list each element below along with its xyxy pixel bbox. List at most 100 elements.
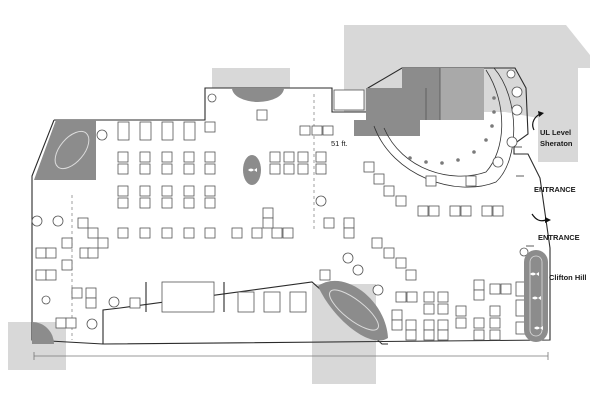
table: [61, 259, 73, 271]
table: [204, 121, 216, 133]
table: [283, 151, 295, 163]
table: [139, 197, 151, 209]
table: [489, 329, 501, 341]
table: [61, 237, 73, 249]
dimension-label: 51 ft.: [331, 139, 348, 148]
curved-arrow-icon: [532, 111, 544, 131]
table: [161, 121, 174, 141]
table: [371, 237, 383, 249]
square-tables: [35, 121, 527, 341]
table: [204, 197, 216, 209]
table: [322, 125, 334, 136]
table: [183, 121, 196, 141]
ul-level-label: UL Level: [540, 128, 571, 137]
table: [87, 247, 99, 259]
bottom-structures: [145, 281, 307, 313]
table: [473, 279, 485, 291]
table: [465, 175, 477, 187]
table: [262, 217, 274, 229]
bottom-left-feature: [32, 322, 54, 344]
table: [423, 319, 435, 331]
table: [183, 197, 195, 209]
table: [282, 227, 294, 239]
table: [183, 227, 195, 239]
table: [315, 151, 327, 163]
table: [363, 161, 375, 173]
entrance-label-2: ENTRANCE: [538, 233, 580, 242]
table: [85, 287, 97, 299]
table: [204, 163, 216, 175]
entrance-label-1: ENTRANCE: [534, 185, 576, 194]
upper-right-block: [354, 68, 484, 136]
context-blocks: [8, 25, 590, 384]
clifton-capsule: [524, 250, 548, 342]
table: [423, 291, 435, 303]
table: [117, 197, 129, 209]
table: [97, 237, 109, 249]
table: [231, 227, 243, 239]
table: [204, 227, 216, 239]
curved-arrow-icon: [531, 213, 551, 223]
table: [139, 185, 151, 197]
table: [460, 205, 472, 217]
table: [117, 121, 130, 141]
table: [437, 303, 449, 315]
table: [161, 151, 173, 163]
fish-icon: [243, 155, 261, 185]
table: [129, 297, 141, 309]
table: [299, 125, 311, 136]
table: [269, 163, 281, 175]
dimension-line: [33, 352, 549, 360]
table: [423, 303, 435, 315]
table: [395, 257, 407, 269]
table: [391, 309, 403, 321]
table: [35, 247, 47, 259]
table: [343, 227, 355, 239]
table: [271, 227, 283, 239]
table: [473, 289, 485, 301]
table: [35, 269, 47, 281]
table: [45, 269, 57, 281]
table: [405, 329, 417, 341]
table: [449, 205, 461, 217]
table: [323, 217, 335, 229]
table: [139, 151, 151, 163]
table: [489, 317, 501, 329]
table: [161, 197, 173, 209]
table: [437, 291, 449, 303]
table: [297, 163, 309, 175]
table: [262, 207, 274, 219]
table: [425, 175, 437, 187]
table: [437, 319, 449, 331]
table: [117, 227, 129, 239]
fish-icon: [530, 272, 543, 330]
table: [391, 319, 403, 331]
table: [383, 185, 395, 197]
table: [71, 287, 83, 299]
table: [405, 269, 417, 281]
clifton-hill-label: Clifton Hill: [549, 273, 587, 282]
table: [417, 205, 429, 217]
table: [492, 205, 504, 217]
table: [269, 151, 281, 163]
table: [500, 283, 512, 295]
table: [455, 317, 467, 329]
table: [319, 269, 331, 281]
table: [65, 317, 77, 329]
table: [45, 247, 57, 259]
table: [117, 185, 129, 197]
table: [481, 205, 493, 217]
table: [383, 247, 395, 259]
table: [428, 205, 440, 217]
table: [161, 185, 173, 197]
table: [117, 151, 129, 163]
table: [406, 291, 418, 303]
table: [139, 227, 151, 239]
table: [87, 227, 99, 239]
table: [251, 227, 263, 239]
table: [489, 283, 501, 295]
corner-booth-area: [34, 120, 96, 180]
table: [297, 151, 309, 163]
table: [139, 163, 151, 175]
